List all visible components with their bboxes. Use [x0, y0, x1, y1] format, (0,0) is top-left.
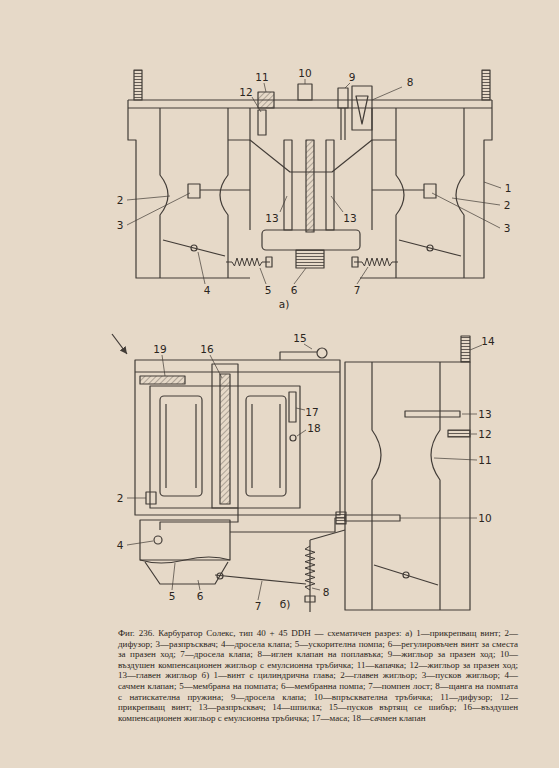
callout-number: 13 [343, 213, 356, 224]
callout-number: 4 [204, 285, 211, 296]
section-b [112, 334, 482, 612]
callout-number: 2 [117, 493, 124, 504]
callout-number: 8 [407, 77, 414, 88]
callout-number: 11 [255, 72, 268, 83]
callout-number: 18 [307, 423, 320, 434]
figure-caption: Фиг. 236. Карбуратор Солекс, тип 40 + 45… [118, 628, 518, 723]
callout-number: 5 [169, 591, 176, 602]
callout-number: 6 [197, 591, 204, 602]
callout-number: 14 [481, 336, 494, 347]
section-a [127, 70, 501, 284]
callout-number: 13 [478, 409, 491, 420]
callout-number: 11 [478, 455, 491, 466]
callout-number: 7 [255, 601, 262, 612]
callout-number: 9 [349, 72, 356, 83]
callout-number: 1 [505, 183, 512, 194]
spring [232, 258, 262, 266]
callout-number: 17 [305, 407, 318, 418]
callout-number: 3 [117, 220, 124, 231]
callout-number: 4 [117, 540, 124, 551]
callout-number: а) [279, 299, 290, 310]
callout-number: 2 [117, 195, 124, 206]
callout-number: 13 [265, 213, 278, 224]
callout-number: 6 [291, 285, 298, 296]
spring [362, 258, 392, 266]
callout-number: 3 [504, 223, 511, 234]
callout-number: 15 [293, 333, 306, 344]
callout-number: 2 [504, 200, 511, 211]
callout-number: 16 [200, 344, 213, 355]
callout-number: 8 [323, 587, 330, 598]
callout-number: 5 [265, 285, 272, 296]
callout-number: 7 [354, 285, 361, 296]
callout-number: б) [280, 599, 291, 610]
callout-number: 19 [153, 344, 166, 355]
callout-number: 10 [478, 513, 491, 524]
callout-number: 12 [239, 87, 252, 98]
spring-coils [232, 258, 392, 590]
callout-number: 12 [478, 429, 491, 440]
callout-number: 10 [298, 68, 311, 79]
